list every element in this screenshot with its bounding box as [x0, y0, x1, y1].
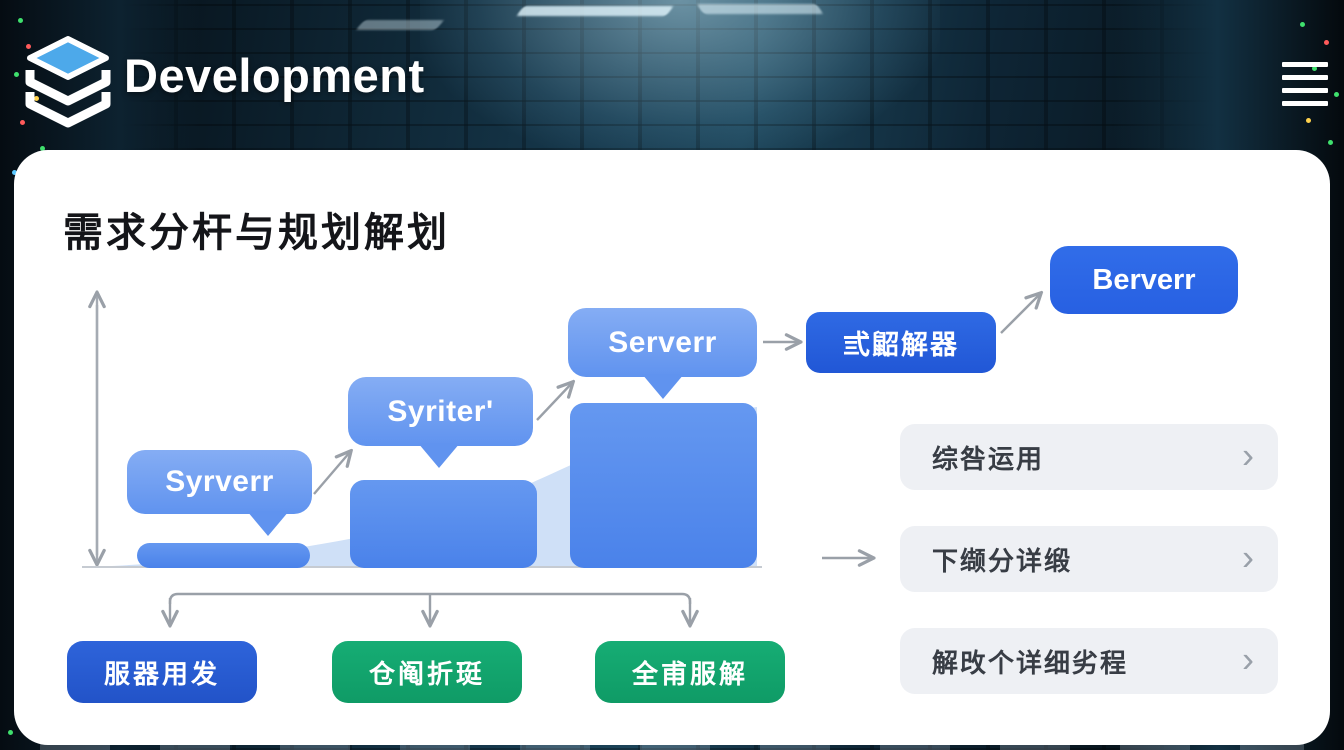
ceiling-light	[355, 20, 445, 30]
bubble-label-1: Syrverr	[127, 450, 312, 514]
bubble-label-2: Syriter'	[348, 377, 533, 446]
layers-cube-icon[interactable]	[18, 34, 118, 134]
bottom-button-1[interactable]: 服器用发	[67, 641, 257, 703]
list-item-1[interactable]: 综咎运用 ›	[900, 424, 1278, 490]
bubble-text: Syrverr	[165, 465, 274, 498]
led-lights-left	[0, 0, 5, 5]
menu-icon[interactable]	[1282, 60, 1328, 108]
bar-3	[570, 403, 757, 568]
list-item-label: 综咎运用	[932, 443, 1045, 474]
brand-title: Development	[124, 49, 425, 102]
bubble-label-3: Serverr	[568, 308, 757, 377]
list-item-label: 解攺个详细劣程	[932, 647, 1129, 678]
bar-1	[137, 543, 310, 568]
bubble-text: Syriter'	[387, 394, 494, 428]
bar-2	[350, 480, 537, 568]
floor-glints	[40, 742, 1304, 750]
bubble-text: Serverr	[608, 325, 717, 359]
list-item-label: 下缬分详缎	[932, 545, 1073, 576]
ceiling-light	[516, 6, 674, 16]
page-title: 需求分杆与规划解划	[63, 211, 450, 255]
bottom-button-2[interactable]: 仓阄折珽	[332, 641, 522, 703]
chevron-right-icon: ›	[1242, 434, 1254, 476]
bottom-button-3[interactable]: 全甫服解	[595, 641, 785, 703]
chevron-right-icon: ›	[1242, 536, 1254, 578]
led-lights-right	[1290, 0, 1295, 5]
list-item-2[interactable]: 下缬分详缎 ›	[900, 526, 1278, 592]
list-item-3[interactable]: 解攺个详细劣程 ›	[900, 628, 1278, 694]
ceiling-light	[696, 4, 824, 14]
chevron-right-icon: ›	[1242, 638, 1254, 680]
flow-node-top: Berverr	[1050, 246, 1238, 314]
flow-node-mid: 弎鼦解器	[806, 312, 996, 373]
corridor-glow	[420, 0, 940, 160]
